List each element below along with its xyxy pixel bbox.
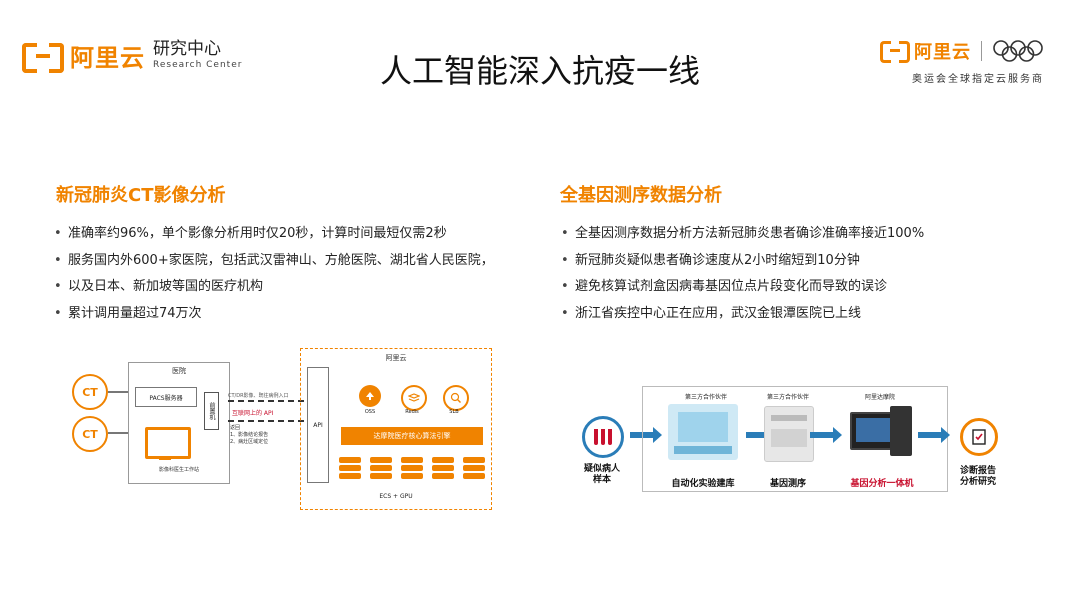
hospital-label: 医院 <box>172 367 186 375</box>
ct-architecture-diagram: CT CT 医院 PACS服务器 影像科医生工作站 前置机 CT/DR影像、既往… <box>70 346 494 511</box>
ct-scanner-icon: CT <box>72 374 108 410</box>
gpu-server-row <box>339 457 485 483</box>
brand-name-right: 阿里云 <box>914 42 971 63</box>
monitor-stand <box>159 457 171 460</box>
server-tower-icon <box>890 406 912 456</box>
connector <box>108 432 128 434</box>
ct-section-title: 新冠肺炎CT影像分析 <box>56 185 226 206</box>
stage-1-label: 自动化实验建库 <box>671 479 735 489</box>
lab-automation-image <box>668 404 738 460</box>
stage-1-owner: 第三方合作伙伴 <box>684 394 727 401</box>
report-label: 诊断报告分析研究 <box>959 466 996 487</box>
return-arrow <box>228 420 304 422</box>
list-item: 以及日本、新加坡等国的医疗机构 <box>54 274 534 301</box>
divider <box>981 41 982 61</box>
research-center-en: Research Center <box>153 60 243 70</box>
gene-section-title: 全基因测序数据分析 <box>560 185 722 206</box>
sample-label: 疑似病人样本 <box>583 464 620 485</box>
slb-icon <box>443 385 469 411</box>
server-icon <box>463 457 485 483</box>
hospital-box: 医院 PACS服务器 影像科医生工作站 <box>128 362 230 484</box>
stage-2-owner: 第三方合作伙伴 <box>766 394 809 401</box>
server-icon <box>339 457 361 483</box>
list-item: 全基因测序数据分析方法新冠肺炎患者确诊准确率接近100% <box>561 221 1041 248</box>
sequencer-image <box>764 406 814 462</box>
olympic-sponsor-logo: 阿里云 奥运会全球指定云服务商 <box>880 38 1044 85</box>
stage-3-owner: 阿里达摩院 <box>864 394 895 401</box>
aliyun-logo-icon <box>880 41 910 63</box>
report-icon <box>960 418 998 456</box>
server-icon <box>401 457 423 483</box>
list-item: 累计调用量超过74万次 <box>54 301 534 328</box>
monitor-icon <box>145 427 191 459</box>
ct-scanner-icon: CT <box>72 416 108 452</box>
gene-bullet-list: 全基因测序数据分析方法新冠肺炎患者确诊准确率接近100% 新冠肺炎疑似患者确诊速… <box>561 221 1041 327</box>
server-icon <box>432 457 454 483</box>
upload-arrow <box>228 400 304 402</box>
research-center-cn: 研究中心 <box>153 39 221 59</box>
oss-icon <box>359 385 381 407</box>
page-title: 人工智能深入抗疫一线 <box>379 52 700 90</box>
list-item: 避免核算试剂盒因病毒基因位点片段变化而导致的误诊 <box>561 274 1041 301</box>
list-item: 浙江省疾控中心正在应用，武汉金银潭医院已上线 <box>561 301 1041 328</box>
return-note: 返回 1、影像结论报告 2、病灶区域定位 <box>230 425 269 445</box>
flow-arrow <box>918 427 950 443</box>
frontend-server: 前置机 <box>204 392 219 430</box>
redis-icon <box>401 385 427 411</box>
olympic-rings-icon <box>993 40 1043 62</box>
oss-label: OSS <box>364 409 376 415</box>
server-icon <box>370 457 392 483</box>
cloud-label: 阿里云 <box>385 354 407 362</box>
upload-note: CT/DR影像、既往病例入口 <box>228 393 289 399</box>
stage-3-label: 基因分析一体机 <box>850 479 914 489</box>
sponsor-text: 奥运会全球指定云服务商 <box>912 74 1044 85</box>
slb-label: SLB <box>449 409 459 415</box>
list-item: 服务国内外600+家医院，包括武汉雷神山、方舱医院、湖北省人民医院， <box>54 248 534 275</box>
gene-analysis-flow: 疑似病人样本 第三方合作伙伴 自动化实验建库 第三方合作伙伴 基因测序 阿里达摩… <box>570 380 1020 492</box>
algorithm-engine: 达摩院医疗核心算法引擎 <box>341 427 483 445</box>
flow-arrow <box>810 427 842 443</box>
aliyun-logo-icon <box>22 42 64 73</box>
ct-bullet-list: 准确率约96%，单个影像分析用时仅20秒，计算时间最短仅需2秒 服务国内外600… <box>54 221 534 327</box>
redis-label: Redis <box>405 409 419 415</box>
sample-tubes-icon <box>582 416 624 458</box>
connector <box>108 391 128 393</box>
brand-name-left: 阿里云 <box>70 44 145 72</box>
api-call-label: 互联网上的 API <box>232 410 274 417</box>
aliyun-cloud-box: 阿里云 API OSS Redis SLB 达摩院医疗核心算法引擎 ECS + … <box>300 348 492 510</box>
workstation-label: 影像科医生工作站 <box>158 467 199 473</box>
list-item: 准确率约96%，单个影像分析用时仅20秒，计算时间最短仅需2秒 <box>54 221 534 248</box>
compute-label: ECS + GPU <box>379 493 413 500</box>
list-item: 新冠肺炎疑似患者确诊速度从2小时缩短到10分钟 <box>561 248 1041 275</box>
aliyun-research-logo: 阿里云 研究中心 Research Center <box>22 38 242 73</box>
pacs-server: PACS服务器 <box>135 387 197 407</box>
stage-2-label: 基因测序 <box>769 479 806 489</box>
api-gateway: API <box>307 367 329 483</box>
